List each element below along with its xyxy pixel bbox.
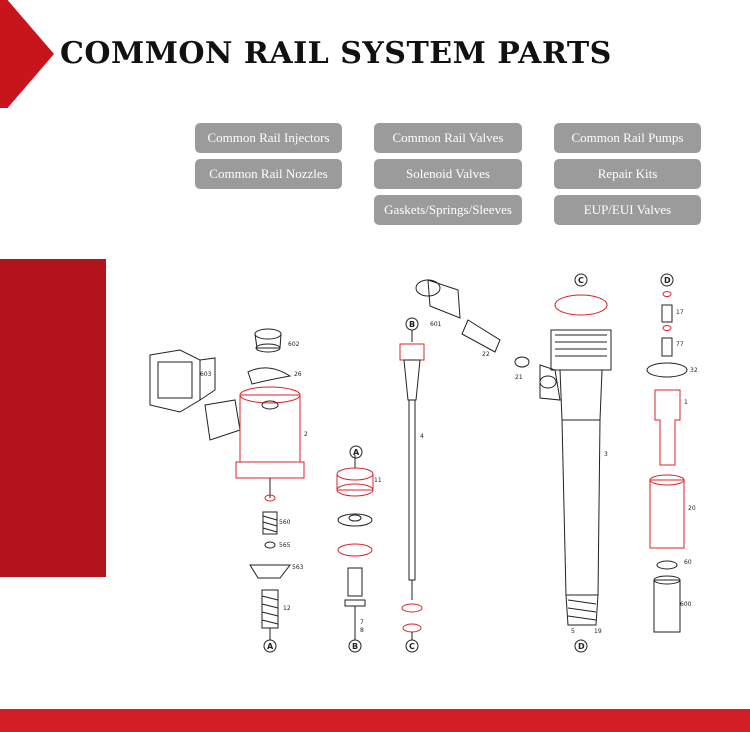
part-number-11: 11 bbox=[374, 477, 382, 484]
part-number-7: 7 bbox=[360, 619, 364, 626]
part-number-603: 603 bbox=[200, 371, 212, 378]
part-number-labels: 602 603 26 2 560 565 563 12 11 4 601 22 … bbox=[200, 309, 698, 635]
nozzle-stack-part bbox=[646, 291, 688, 633]
part-number-17: 17 bbox=[676, 309, 684, 316]
section-label-markers: A A B B C C D D bbox=[263, 273, 674, 653]
injector-body-part bbox=[539, 294, 612, 626]
section-label-a-bottom: A bbox=[267, 642, 274, 651]
section-label-b-bottom: B bbox=[352, 642, 358, 651]
category-button-repair-kits[interactable]: Repair Kits bbox=[554, 159, 701, 189]
part-number-601: 601 bbox=[430, 321, 442, 328]
part-number-21: 21 bbox=[515, 374, 523, 381]
spring-stack-a bbox=[249, 494, 292, 640]
category-button-common-rail-injectors[interactable]: Common Rail Injectors bbox=[195, 123, 342, 153]
part-number-8: 8 bbox=[360, 627, 364, 634]
valve-rod-part bbox=[399, 330, 425, 640]
part-number-565: 565 bbox=[279, 542, 291, 549]
solenoid-body-part bbox=[204, 386, 305, 498]
clip-part bbox=[247, 367, 292, 385]
part-number-26: 26 bbox=[294, 371, 302, 378]
section-label-d-bottom: D bbox=[578, 642, 585, 651]
section-label-c-top: C bbox=[578, 276, 584, 285]
part-number-3: 3 bbox=[604, 451, 608, 458]
fuel-inlet-part bbox=[415, 279, 530, 368]
valve-seat-stack bbox=[336, 455, 374, 640]
category-button-eup-eui-valves[interactable]: EUP/EUI Valves bbox=[554, 195, 701, 225]
part-number-32: 32 bbox=[690, 367, 698, 374]
part-number-5: 5 bbox=[571, 628, 575, 635]
category-button-common-rail-valves[interactable]: Common Rail Valves bbox=[374, 123, 522, 153]
cap-part bbox=[254, 328, 282, 353]
part-number-60: 60 bbox=[684, 559, 692, 566]
category-button-gaskets-springs-sleeves[interactable]: Gaskets/Springs/Sleeves bbox=[374, 195, 522, 225]
page-title: COMMON RAIL SYSTEM PARTS bbox=[60, 36, 612, 71]
section-label-d-top: D bbox=[664, 276, 671, 285]
part-number-19: 19 bbox=[594, 628, 602, 635]
section-label-c-bottom: C bbox=[409, 642, 415, 651]
part-number-4: 4 bbox=[420, 433, 424, 440]
part-number-563: 563 bbox=[292, 564, 304, 571]
part-number-77: 77 bbox=[676, 341, 684, 348]
part-number-22: 22 bbox=[482, 351, 490, 358]
part-number-20: 20 bbox=[688, 505, 696, 512]
part-number-602: 602 bbox=[288, 341, 300, 348]
section-label-b-top: B bbox=[409, 320, 415, 329]
connector-housing-part bbox=[149, 349, 216, 413]
corner-accent-triangle bbox=[0, 0, 54, 108]
category-button-solenoid-valves[interactable]: Solenoid Valves bbox=[374, 159, 522, 189]
category-button-common-rail-nozzles[interactable]: Common Rail Nozzles bbox=[195, 159, 342, 189]
part-number-12: 12 bbox=[283, 605, 291, 612]
part-number-600: 600 bbox=[680, 601, 692, 608]
injector-exploded-diagram: A A B B C C D D 602 603 26 2 560 565 563… bbox=[149, 273, 698, 653]
section-label-a-top: A bbox=[353, 448, 360, 457]
side-red-block bbox=[0, 259, 106, 577]
part-number-1: 1 bbox=[684, 399, 688, 406]
part-number-2: 2 bbox=[304, 431, 308, 438]
bottom-red-stripe bbox=[0, 709, 750, 732]
category-button-common-rail-pumps[interactable]: Common Rail Pumps bbox=[554, 123, 701, 153]
part-number-560: 560 bbox=[279, 519, 291, 526]
